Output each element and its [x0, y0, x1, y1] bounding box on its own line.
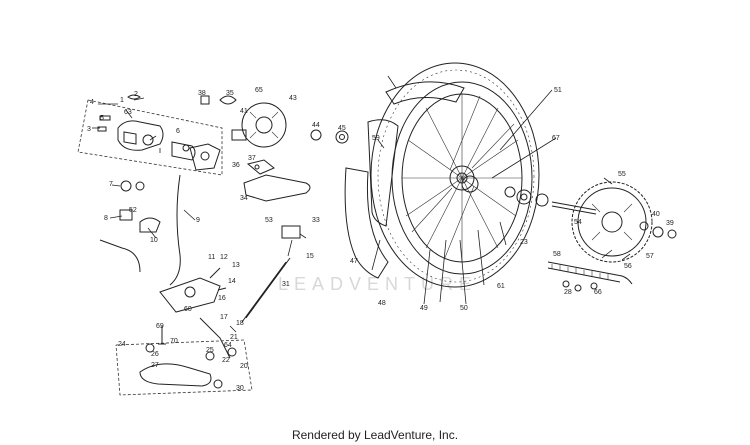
callout-61: 61	[497, 283, 505, 290]
brake-pedal-group	[115, 326, 253, 396]
brake-pads	[243, 159, 311, 202]
callout-65: 65	[255, 87, 263, 94]
callout-43: 43	[289, 95, 297, 102]
callout-6: 6	[176, 128, 180, 135]
callout-labels: 1 2 3 4 5 6 7 8 9 10 11 12 13 14 15 16 1…	[87, 87, 674, 392]
callout-45: 45	[338, 125, 346, 132]
callout-36: 36	[232, 162, 240, 169]
rear-sprocket	[571, 181, 677, 263]
callout-35: 35	[226, 90, 234, 97]
callout-14: 14	[228, 278, 236, 285]
axle-bearings-right	[504, 186, 597, 215]
callout-60: 60	[184, 306, 192, 313]
callout-66: 66	[594, 289, 602, 296]
callout-31: 31	[282, 281, 290, 288]
caliper-assembly	[77, 94, 247, 176]
callout-8: 8	[104, 215, 108, 222]
callout-37: 37	[248, 155, 256, 162]
callout-55: 55	[618, 171, 626, 178]
footer-credit: Rendered by LeadVenture, Inc.	[291, 428, 459, 442]
callout-33: 33	[312, 217, 320, 224]
callout-38: 38	[198, 90, 206, 97]
callout-25: 25	[206, 347, 214, 354]
callout-58: 58	[553, 251, 561, 258]
callout-5: 5	[100, 115, 104, 122]
watermark-text: LEADVENTURE	[278, 274, 477, 294]
callout-39: 39	[666, 220, 674, 227]
rear-wheel	[344, 62, 540, 288]
callout-70: 70	[170, 338, 178, 345]
brake-cable-lever	[99, 174, 301, 359]
callout-21: 21	[230, 334, 238, 341]
callout-34: 34	[240, 195, 248, 202]
callout-9: 9	[196, 217, 200, 224]
callout-22: 22	[222, 357, 230, 364]
callout-69: 69	[156, 323, 164, 330]
callout-48: 48	[378, 300, 386, 307]
callout-20: 20	[240, 363, 248, 370]
bearings-spacers-left	[310, 129, 349, 144]
callout-47: 47	[350, 258, 358, 265]
callout-63: 63	[124, 109, 132, 116]
callout-3: 3	[87, 126, 91, 133]
callout-40: 40	[652, 211, 660, 218]
callout-51: 51	[554, 87, 562, 94]
callout-28: 28	[564, 289, 572, 296]
callout-24: 24	[118, 341, 126, 348]
callout-23: 23	[520, 239, 528, 246]
callout-57: 57	[646, 253, 654, 260]
callout-67: 67	[552, 135, 560, 142]
callout-54: 54	[574, 219, 582, 226]
callout-1: 1	[120, 97, 124, 104]
callout-64: 64	[224, 342, 232, 349]
callout-7: 7	[109, 181, 113, 188]
callout-15: 15	[306, 253, 314, 260]
callout-11: 11	[208, 254, 215, 261]
callout-41: 41	[240, 108, 248, 115]
leader-lines	[92, 75, 631, 333]
callout-44: 44	[312, 122, 320, 129]
callout-12: 12	[220, 254, 228, 261]
callout-53: 53	[265, 217, 273, 224]
callout-2: 2	[134, 91, 138, 98]
brake-disc	[241, 102, 287, 148]
callout-50: 50	[460, 305, 468, 312]
callout-18: 18	[236, 320, 244, 327]
callout-10: 10	[150, 237, 158, 244]
callout-4: 4	[90, 99, 94, 106]
callout-13: 13	[232, 262, 240, 269]
callout-30: 30	[236, 385, 244, 392]
callout-26: 26	[151, 351, 159, 358]
callout-59: 59	[372, 135, 380, 142]
callout-16: 16	[218, 295, 226, 302]
callout-27: 27	[151, 362, 159, 369]
callout-17: 17	[220, 314, 228, 321]
drive-chain	[547, 261, 633, 292]
callout-49: 49	[420, 305, 428, 312]
callout-52: 52	[129, 207, 137, 214]
callout-56: 56	[624, 263, 632, 270]
